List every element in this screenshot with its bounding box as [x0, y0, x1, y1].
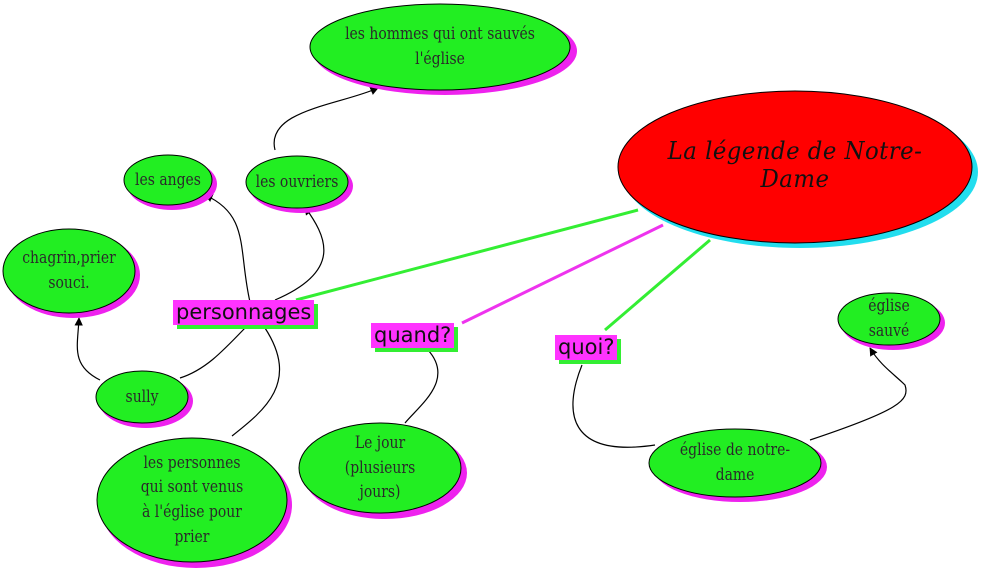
node-jour: [298, 422, 462, 514]
label-ouvriers: les ouvriers: [255, 171, 339, 192]
label-personnes: les personnes qui sont venus à l'église …: [140, 452, 244, 547]
label-eglise-nd: église de notre-dame: [679, 440, 791, 485]
node-ouvriers: [245, 155, 349, 209]
label-eglise-sauve: église sauvé: [868, 296, 910, 341]
connector-personnages: [295, 208, 639, 302]
node-eglise-nd: [648, 428, 822, 498]
connector-quand: [461, 223, 664, 325]
node-anges: [123, 154, 213, 206]
line-quoi-to-eglise: [572, 364, 656, 448]
node-eglise-sauve: [837, 292, 941, 346]
label-jour: Le jour (plusieurs jours): [344, 433, 416, 503]
arrow-personnages-to-anges: [204, 194, 251, 303]
tag-quoi: quoi?: [555, 335, 618, 360]
arrow-personnages-to-ouvriers: [274, 206, 325, 301]
arrow-sully-to-chagrin: [74, 317, 101, 381]
line-personnages-to-sully: [179, 327, 246, 379]
arrow-eglise-to-sauve: [809, 347, 907, 441]
node-hommes: [309, 3, 571, 91]
label-anges: les anges: [135, 169, 201, 190]
node-personnes: [96, 437, 288, 563]
node-chagrin: [2, 228, 136, 314]
label-sully: sully: [125, 386, 159, 407]
connector-quoi: [604, 238, 711, 332]
central-topic-label: La légende de Notre-Dame: [667, 137, 923, 193]
tag-quand: quand?: [371, 323, 455, 348]
line-quand-to-jour: [404, 349, 439, 424]
node-central: [617, 90, 973, 244]
label-chagrin: chagrin,prier souci.: [22, 248, 116, 293]
nodes: [2, 3, 941, 563]
arrow-ouvriers-to-hommes: [273, 87, 379, 151]
node-sully: [95, 370, 189, 424]
line-personnages-to-personnes: [231, 327, 281, 437]
tag-personnages: personnages: [173, 300, 315, 325]
label-hommes: les hommes qui ont sauvés l'église: [345, 24, 535, 69]
